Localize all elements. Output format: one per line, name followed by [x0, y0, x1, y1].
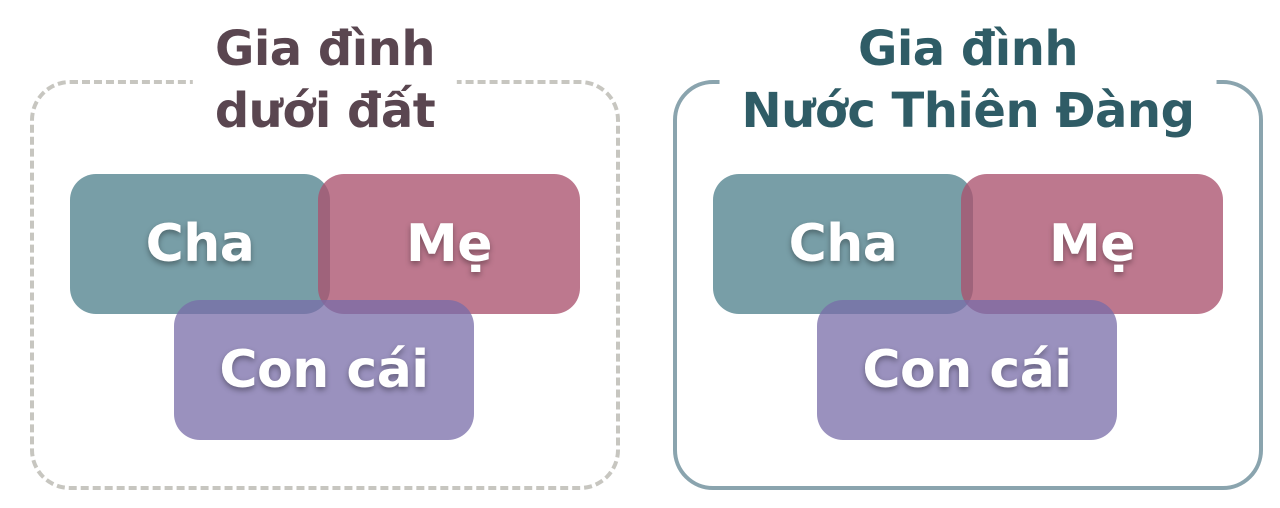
mother-box: Mẹ	[961, 174, 1223, 314]
title-line-2: Nước Thiên Đàng	[741, 83, 1195, 139]
panel-title: Gia đình dưới đất	[192, 18, 458, 142]
mother-box: Mẹ	[318, 174, 580, 314]
panel-title: Gia đình Nước Thiên Đàng	[719, 18, 1217, 142]
children-label: Con cái	[862, 340, 1072, 400]
title-line-1: Gia đình	[214, 21, 436, 77]
children-label: Con cái	[219, 340, 429, 400]
father-box: Cha	[70, 174, 330, 314]
earthly-family-panel: Gia đình dưới đất Cha Mẹ Con cái	[30, 18, 620, 490]
father-label: Cha	[145, 214, 255, 274]
mother-label: Mẹ	[1048, 214, 1136, 274]
father-box: Cha	[713, 174, 973, 314]
heavenly-family-panel: Gia đình Nước Thiên Đàng Cha Mẹ Con cái	[673, 18, 1263, 490]
children-box: Con cái	[817, 300, 1117, 440]
title-line-1: Gia đình	[857, 21, 1079, 77]
father-label: Cha	[788, 214, 898, 274]
children-box: Con cái	[174, 300, 474, 440]
mother-label: Mẹ	[405, 214, 493, 274]
title-line-2: dưới đất	[214, 83, 436, 139]
